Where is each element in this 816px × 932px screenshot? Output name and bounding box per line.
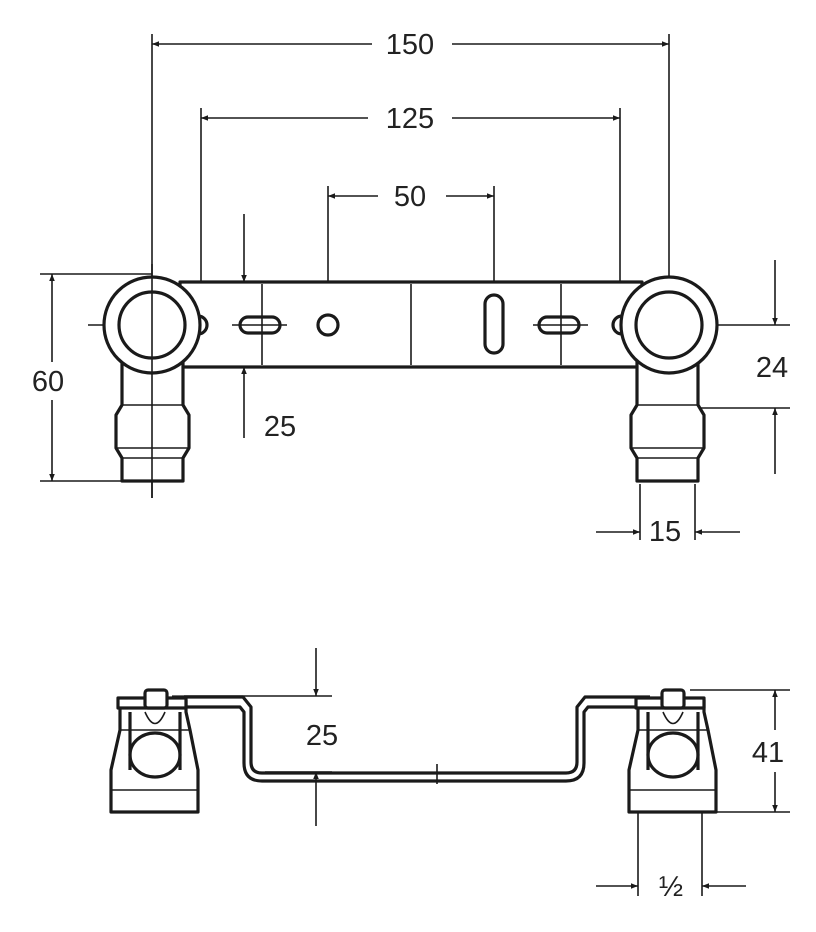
left-fitting-side [109,688,200,814]
mounting-bar [178,280,644,369]
dimension-bracket-offset: 25 [264,411,296,443]
dimension-thread-size: ½ [659,871,683,903]
dimension-inner-span: 125 [386,103,434,135]
dimension-overall-height: 60 [32,366,64,398]
dimension-fitting-height: 41 [752,737,784,769]
center-hole [316,313,340,337]
right-fitting-side [627,688,718,814]
side-dimension-lines [313,648,778,889]
u-bracket [172,695,650,784]
right-elbow-fitting [619,275,719,483]
side-view: 25 41 ½ [109,648,790,903]
dimension-center-offset: 24 [756,352,788,384]
top-view: 150 125 50 60 24 25 15 [32,29,790,548]
vertical-slot [483,293,505,355]
dimension-center-span: 50 [394,181,426,213]
dimension-profile-depth: 25 [306,720,338,752]
dimension-pipe-width: 15 [649,516,681,548]
dimension-lines [49,41,778,535]
dimension-outer-span: 150 [386,29,434,61]
